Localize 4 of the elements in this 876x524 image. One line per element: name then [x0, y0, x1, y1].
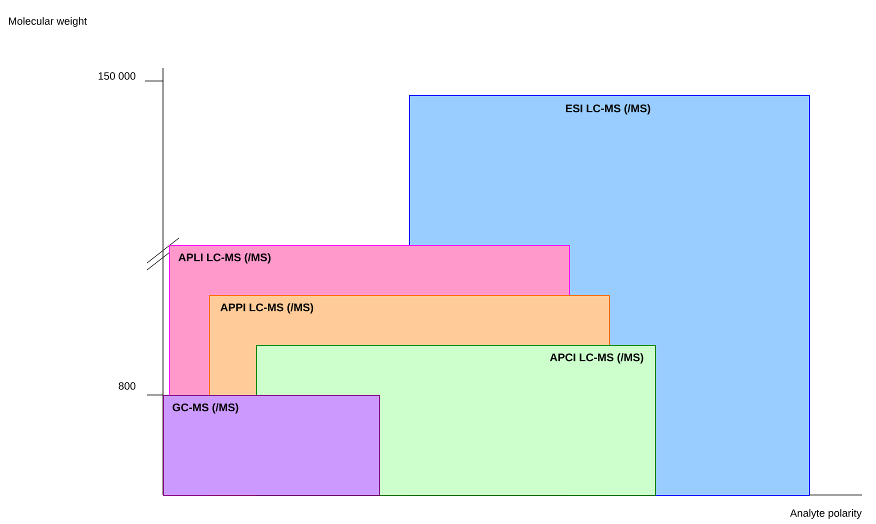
tick-label: 150 000	[98, 72, 136, 80]
axis-title: Analyte polarity	[790, 509, 862, 519]
tick-label: 800	[118, 382, 136, 390]
axis-title: Molecular weight	[9, 17, 87, 27]
